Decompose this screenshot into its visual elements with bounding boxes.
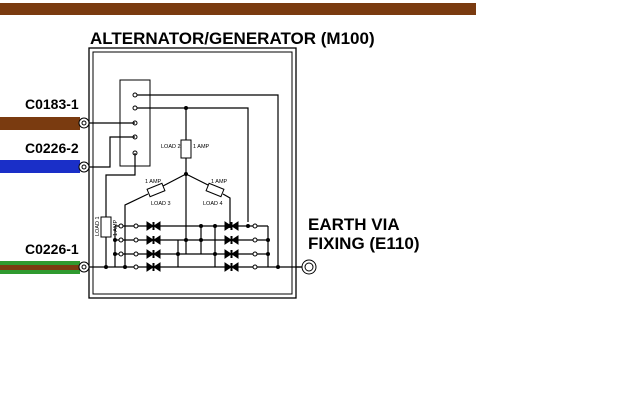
- load-4-rating: 1 AMP: [211, 179, 228, 185]
- connector-label-c0226-2: C0226-2: [25, 140, 79, 156]
- wire-c0183-1: [0, 117, 80, 130]
- earth-label-line-1: EARTH VIA: [308, 215, 400, 234]
- earth-terminal: [301, 259, 317, 275]
- rectifier-diodes: [146, 221, 239, 272]
- load-3-name: LOAD 3: [151, 201, 171, 207]
- connector-label-c0226-1: C0226-1: [25, 241, 79, 257]
- earth-label-line-2: FIXING (E110): [308, 234, 419, 253]
- alternator-housing-inner: [92, 51, 293, 295]
- top-harness-bar: [0, 3, 476, 15]
- terminal-c0226-1: [78, 261, 90, 273]
- wire-c0226-1-stripe: [0, 261, 80, 265]
- load-1-name: LOAD 1: [95, 216, 101, 236]
- load-1-rating: 1 AMP: [113, 219, 119, 236]
- load-2-name: LOAD 2: [161, 144, 181, 150]
- load-4-resistor: [205, 182, 225, 198]
- terminal-block-pins: [132, 92, 138, 156]
- terminal-c0183-1: [78, 117, 90, 129]
- load-3-resistor: [146, 182, 166, 198]
- terminal-c0226-2: [78, 161, 90, 173]
- load-3-rating: 1 AMP: [145, 179, 162, 185]
- internal-wiring: [89, 94, 303, 268]
- connector-label-c0183-1: C0183-1: [25, 96, 79, 112]
- wire-c0226-1-stripe-bottom: [0, 270, 80, 274]
- load-2-resistor: [180, 139, 192, 159]
- load-1-resistor: [100, 216, 112, 238]
- load-4-name: LOAD 4: [203, 201, 223, 207]
- junction-dots: [104, 106, 280, 269]
- alternator-title: ALTERNATOR/GENERATOR (M100): [90, 29, 375, 48]
- wire-c0226-2: [0, 160, 80, 173]
- load-2-rating: 1 AMP: [193, 144, 210, 150]
- rectifier-nodes: [118, 223, 258, 270]
- alternator-housing-outer: [88, 47, 297, 299]
